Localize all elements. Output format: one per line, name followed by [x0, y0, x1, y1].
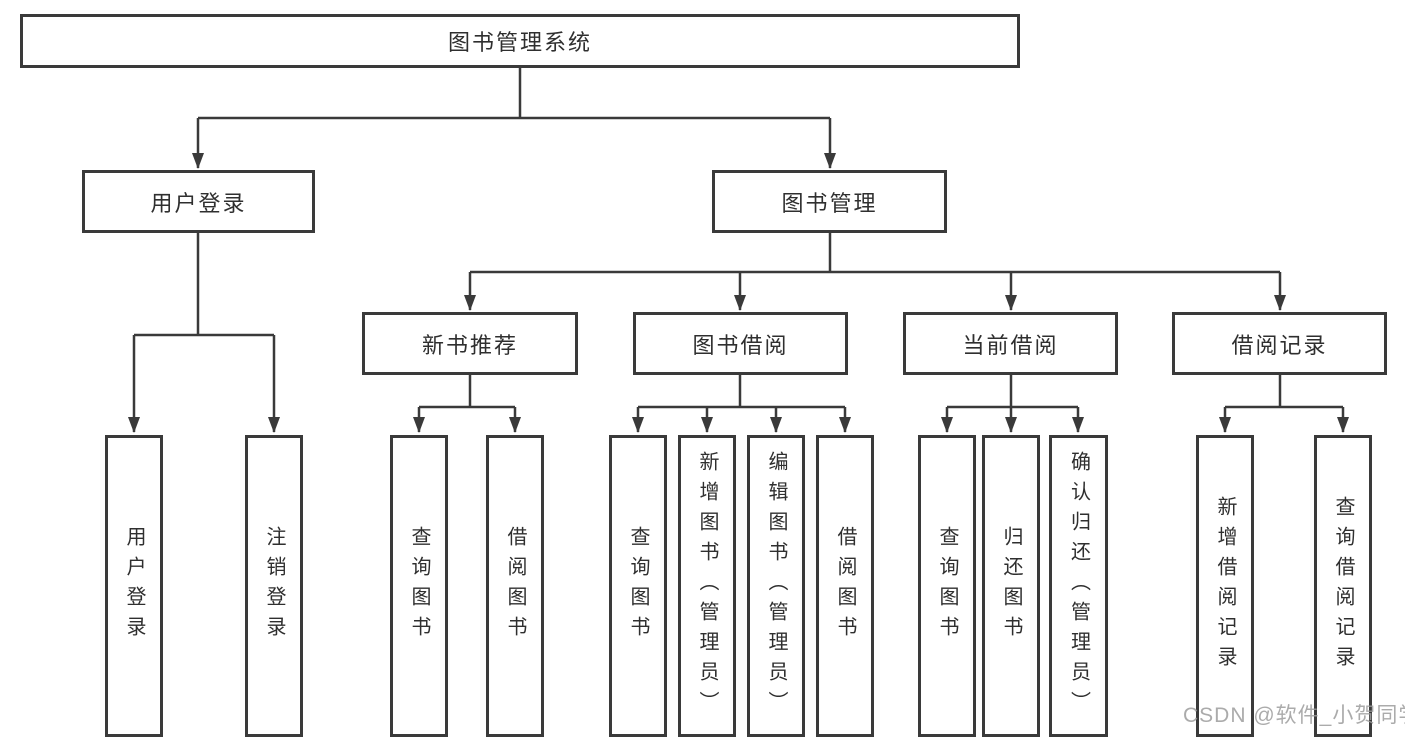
leaf-query-books-current: 查询图书: [918, 435, 976, 737]
leaf-add-book-admin: 新增图书（管理员）: [678, 435, 736, 737]
node-new-book-recommend-label: 新书推荐: [421, 332, 518, 358]
node-new-book-recommend: 新书推荐: [362, 312, 578, 375]
leaf-confirm-return-admin: 确认归还（管理员）: [1049, 435, 1108, 737]
leaf-borrow-books-recommend: 借阅图书: [486, 435, 544, 737]
node-current-borrowing: 当前借阅: [903, 312, 1118, 375]
leaf-edit-book-admin: 编辑图书（管理员）: [747, 435, 805, 737]
leaf-query-books-current-label: 查询图书: [936, 526, 958, 646]
leaf-logout-label: 注销登录: [263, 526, 285, 646]
leaf-user-login-label: 用户登录: [123, 526, 145, 646]
leaf-return-books: 归还图书: [982, 435, 1040, 737]
node-root: 图书管理系统: [20, 14, 1020, 68]
csdn-watermark: CSDN @软件_小贺同学: [1183, 704, 1405, 727]
node-book-borrowing: 图书借阅: [633, 312, 848, 375]
leaf-query-books-recommend: 查询图书: [390, 435, 448, 737]
leaf-query-books-recommend-label: 查询图书: [408, 526, 430, 646]
leaf-query-borrow-record-label: 查询借阅记录: [1332, 496, 1354, 676]
leaf-add-borrow-record-label: 新增借阅记录: [1214, 496, 1236, 676]
node-book-management: 图书管理: [712, 170, 947, 233]
node-book-management-label: 图书管理: [781, 190, 878, 216]
leaf-user-login: 用户登录: [105, 435, 163, 737]
node-current-borrowing-label: 当前借阅: [962, 332, 1059, 358]
leaf-query-books-borrowing: 查询图书: [609, 435, 667, 737]
leaf-edit-book-admin-label: 编辑图书（管理员）: [765, 451, 787, 721]
leaf-add-book-admin-label: 新增图书（管理员）: [696, 451, 718, 721]
leaf-return-books-label: 归还图书: [1000, 526, 1022, 646]
node-user-login: 用户登录: [82, 170, 315, 233]
leaf-borrow-books-recommend-label: 借阅图书: [504, 526, 526, 646]
node-book-borrowing-label: 图书借阅: [692, 332, 789, 358]
leaf-confirm-return-admin-label: 确认归还（管理员）: [1067, 451, 1090, 721]
node-root-label: 图书管理系统: [447, 30, 592, 55]
node-user-login-label: 用户登录: [150, 190, 247, 216]
leaf-borrow-books-borrowing: 借阅图书: [816, 435, 874, 737]
leaf-add-borrow-record: 新增借阅记录: [1196, 435, 1254, 737]
leaf-query-books-borrowing-label: 查询图书: [627, 526, 649, 646]
leaf-query-borrow-record: 查询借阅记录: [1314, 435, 1372, 737]
node-borrowing-records-label: 借阅记录: [1231, 332, 1328, 358]
leaf-borrow-books-borrowing-label: 借阅图书: [834, 526, 856, 646]
node-borrowing-records: 借阅记录: [1172, 312, 1387, 375]
leaf-logout: 注销登录: [245, 435, 303, 737]
